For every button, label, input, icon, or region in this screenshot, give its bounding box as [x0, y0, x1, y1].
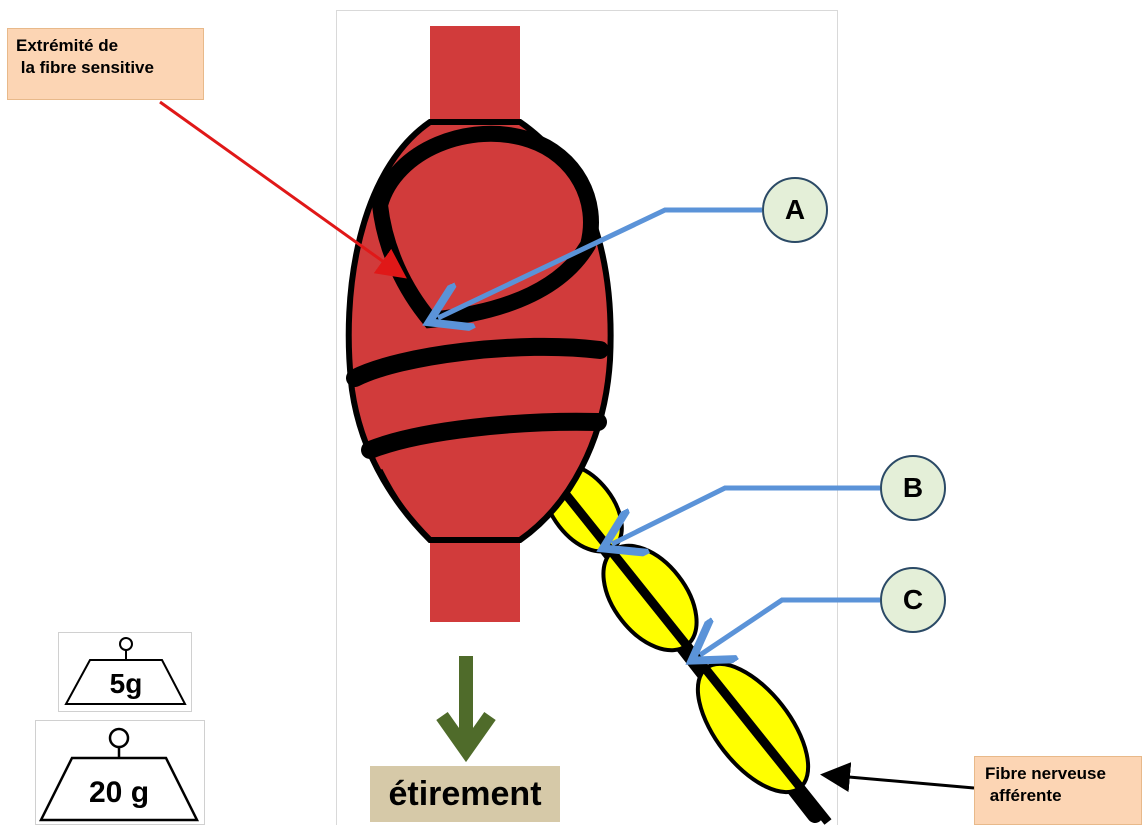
label-sensory-end-line-1: Extrémité de: [16, 35, 195, 57]
marker-c: C: [880, 567, 946, 633]
marker-b: B: [880, 455, 946, 521]
label-stretch: étirement: [370, 766, 560, 822]
pointer-afferent: [826, 775, 974, 788]
label-sensory-end: Extrémité de la fibre sensitive: [7, 28, 204, 100]
afferent-fiber: [529, 450, 829, 822]
pointer-b: [612, 488, 880, 544]
pointer-sensory-end: [160, 102, 402, 275]
label-afferent: Fibre nerveuse afférente: [974, 756, 1142, 825]
stretch-arrow: [442, 656, 490, 750]
weight-5g-label: 5g: [90, 668, 162, 700]
label-sensory-end-line-2: la fibre sensitive: [16, 57, 195, 79]
label-afferent-line-2: afférente: [985, 785, 1133, 807]
label-afferent-line-1: Fibre nerveuse: [985, 763, 1133, 785]
weight-20g-label: 20 g: [72, 776, 166, 810]
pointer-c: [700, 600, 880, 655]
marker-a: A: [762, 177, 828, 243]
